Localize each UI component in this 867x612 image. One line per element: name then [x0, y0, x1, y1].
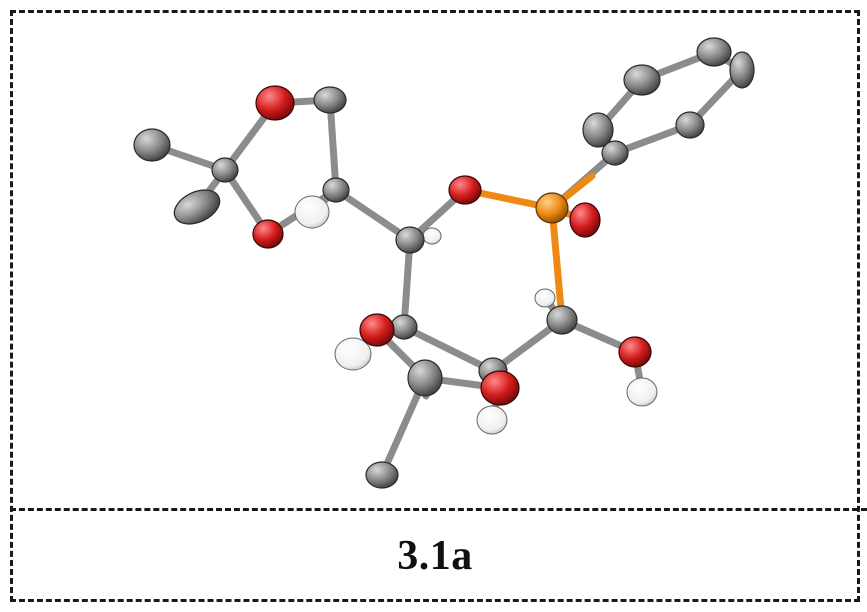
carbon-atom [729, 51, 755, 89]
oxygen-atom [569, 202, 601, 238]
carbon-atom [407, 359, 443, 397]
bonds [148, 48, 746, 479]
hydrogen-atom [422, 227, 442, 245]
carbon-atom [601, 140, 629, 166]
hydrogen-atom [534, 288, 556, 308]
carbon-atom [133, 128, 171, 162]
hydrogen-atom [334, 337, 372, 371]
oxygen-atom [618, 336, 652, 368]
carbon-atom [582, 112, 614, 148]
oxygen-atoms [252, 85, 652, 406]
carbon-atom [390, 314, 418, 340]
hydrogen-atoms [294, 195, 658, 435]
oxygen-atom [255, 85, 295, 121]
figure-frame [10, 10, 860, 602]
carbon-atom [395, 226, 425, 254]
phosphorus-atom [535, 192, 569, 224]
oxygen-atom [448, 175, 482, 205]
carbon-atom [365, 461, 399, 489]
carbon-atom [696, 37, 732, 67]
bond [400, 323, 497, 375]
caption-divider [10, 508, 867, 511]
caption: 3.1a [13, 512, 857, 600]
bond [332, 186, 414, 244]
hydrogen-atom [476, 405, 508, 435]
carbon-atom [675, 111, 705, 139]
carbon-atom [546, 305, 578, 335]
oxygen-atom [480, 370, 520, 406]
hydrogen-atom [294, 195, 330, 229]
oxygen-atom [252, 219, 284, 249]
bond [400, 236, 414, 331]
compound-label: 3.1a [397, 533, 473, 579]
hydrogen-atom [626, 377, 658, 407]
molecule-structure [133, 37, 755, 489]
carbon-atom [211, 157, 239, 183]
oxygen-atom [359, 313, 395, 347]
bond [326, 96, 340, 194]
carbon-atom [313, 86, 347, 114]
carbon-atom [173, 189, 221, 225]
carbon-atoms [133, 37, 755, 489]
bond [548, 204, 566, 324]
carbon-atom [623, 64, 661, 96]
phosphorus-bonds [461, 172, 596, 324]
carbon-atom [322, 177, 350, 203]
